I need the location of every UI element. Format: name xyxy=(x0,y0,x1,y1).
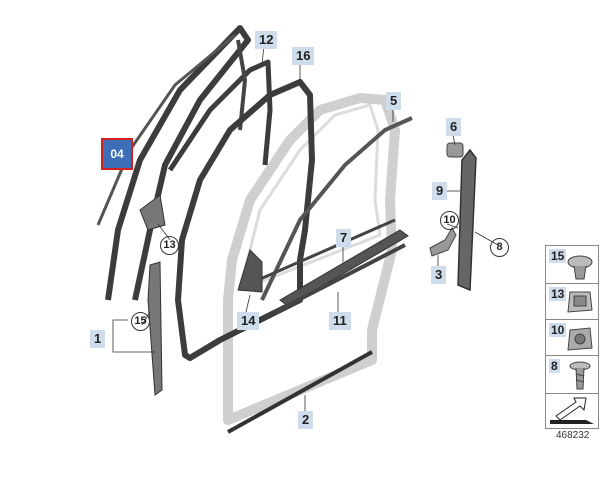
legend-item-13[interactable]: 13 xyxy=(545,283,599,321)
belt-molding-upper xyxy=(257,218,396,282)
legend-item-10[interactable]: 10 xyxy=(545,319,599,357)
part-label-2[interactable]: 2 xyxy=(298,411,314,429)
part-label-9[interactable]: 9 xyxy=(432,182,448,200)
screw-icon xyxy=(569,361,591,390)
a-pillar-cover xyxy=(147,261,163,396)
corner-piece xyxy=(139,194,166,231)
clip-6 xyxy=(446,142,464,158)
bracket-3 xyxy=(429,227,457,257)
door-panel xyxy=(223,93,400,425)
legend-item-8[interactable]: 8 xyxy=(545,355,599,395)
channel-strip xyxy=(167,59,273,172)
part-label-16[interactable]: 16 xyxy=(292,47,315,65)
plug-clip-icon xyxy=(567,255,593,280)
legend-number: 13 xyxy=(549,287,567,301)
diagram-code-tag: 04 xyxy=(101,138,133,170)
part-label-6[interactable]: 6 xyxy=(446,118,462,136)
part-label-15[interactable]: 15 xyxy=(131,312,150,331)
clip-nut-icon xyxy=(567,327,593,351)
part-label-7[interactable]: 7 xyxy=(336,229,352,247)
belt-molding xyxy=(279,229,409,307)
door-window-frame xyxy=(238,103,382,292)
part-label-12[interactable]: 12 xyxy=(255,31,278,49)
sill-strip xyxy=(227,350,373,434)
inner-trim-strip xyxy=(260,116,413,301)
square-nut-icon xyxy=(567,291,593,313)
belt-molding-lower xyxy=(274,243,406,314)
part-label-5[interactable]: 5 xyxy=(386,92,402,110)
part-label-11[interactable]: 11 xyxy=(329,312,351,330)
legend-direction-box xyxy=(545,393,599,429)
part-label-10[interactable]: 10 xyxy=(440,211,459,230)
mirror-cover xyxy=(237,249,263,293)
legend-number: 10 xyxy=(549,323,567,337)
part-label-14[interactable]: 14 xyxy=(237,312,260,330)
channel-strip-2 xyxy=(236,39,248,131)
reference-number: 468232 xyxy=(556,430,590,441)
part-label-13[interactable]: 13 xyxy=(160,236,179,255)
part-label-8[interactable]: 8 xyxy=(490,238,509,257)
b-pillar-trim xyxy=(457,148,477,292)
direction-arrow-icon xyxy=(550,397,594,424)
part-label-1[interactable]: 1 xyxy=(90,330,106,348)
legend-item-15[interactable]: 15 xyxy=(545,245,599,285)
legend-number: 15 xyxy=(549,249,567,263)
window-channel-seal-inner xyxy=(96,33,236,226)
legend-number: 8 xyxy=(549,359,560,373)
part-label-3[interactable]: 3 xyxy=(431,266,447,284)
